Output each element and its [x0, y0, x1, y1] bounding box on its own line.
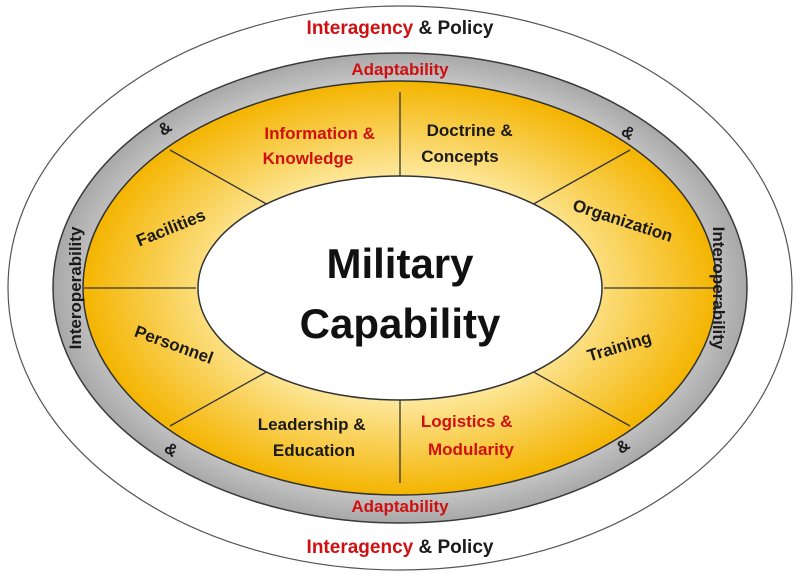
ring-bottom-label: Adaptability: [351, 497, 449, 516]
center-ellipse: [197, 175, 603, 401]
outer-top-label: Interagency & Policy: [307, 18, 494, 39]
segment-doctrine-concepts: Doctrine & Concepts: [421, 121, 517, 166]
title-line-2: Capability: [300, 300, 501, 347]
segment-dividers: [84, 92, 716, 483]
segment-information-knowledge: Information & Knowledge: [263, 124, 380, 168]
segment-logistics-modularity: Logistics & Modularity: [421, 412, 517, 459]
segment-leadership-education: Leadership & Education: [258, 415, 370, 460]
ring-right-label: Interoperability: [709, 227, 728, 350]
outer-bottom-label: Interagency & Policy: [307, 537, 494, 558]
title-line-1: Military: [326, 240, 474, 287]
ring-left-label: Interoperability: [66, 226, 85, 349]
ring-top-label: Adaptability: [351, 60, 449, 79]
